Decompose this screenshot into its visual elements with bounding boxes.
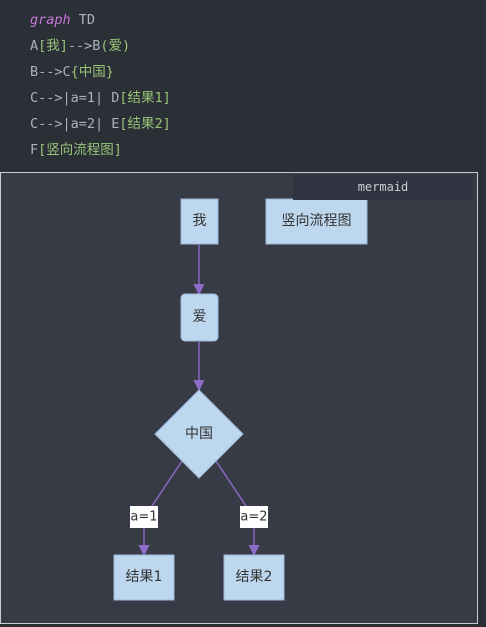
node-d-label: 结果1 <box>126 569 163 585</box>
node-a-label: 我 <box>193 213 207 229</box>
edge-label-bg-a2 <box>240 506 268 528</box>
node-c[interactable] <box>154 389 244 479</box>
node-e[interactable] <box>223 554 285 601</box>
node-b[interactable] <box>180 293 219 342</box>
code-token: TD <box>70 12 96 28</box>
code-token: [结果2] <box>119 116 171 132</box>
node-d[interactable] <box>113 554 175 601</box>
code-token: A <box>30 38 39 54</box>
node-f[interactable] <box>265 198 368 245</box>
code-line-6: F[竖向流程图] <box>30 141 122 159</box>
edge-label-bg-a1 <box>130 506 158 528</box>
node-c-label: 中国 <box>185 426 213 442</box>
node-a[interactable] <box>180 198 219 245</box>
code-token: C-->|a=2| E <box>30 116 120 132</box>
code-token: (爱) <box>100 38 131 54</box>
code-language-label: mermaid <box>293 175 473 200</box>
node-b-label: 爱 <box>193 309 207 325</box>
code-token: graph <box>30 12 71 28</box>
code-line-1: graph TD <box>30 11 95 29</box>
code-token: {中国} <box>70 64 114 80</box>
code-token: [结果1] <box>119 90 171 106</box>
code-token: B-->C <box>30 64 71 80</box>
edge-label-a1: a=1 <box>130 510 157 525</box>
node-f-label: 竖向流程图 <box>282 213 352 229</box>
edge-label-a2: a=2 <box>240 510 267 525</box>
code-line-5: C-->|a=2| E[结果2] <box>30 115 171 133</box>
code-line-3: B-->C{中国} <box>30 63 114 81</box>
flowchart-svg: a=1 a=2 我 竖向流程图 爱 中国 结果1 结果2 <box>113 198 368 601</box>
code-line-2: A[我]-->B(爱) <box>30 37 130 55</box>
code-token: C-->|a=1| D <box>30 90 120 106</box>
node-e-label: 结果2 <box>236 569 273 585</box>
code-block: graph TD A[我]-->B(爱) B-->C{中国} C-->|a=1|… <box>0 0 486 172</box>
code-line-4: C-->|a=1| D[结果1] <box>30 89 171 107</box>
mermaid-diagram-panel: a=1 a=2 我 竖向流程图 爱 中国 结果1 结果2 mermaid <box>0 172 478 624</box>
code-token: -->B <box>67 38 101 54</box>
code-token: F <box>30 142 39 158</box>
code-token: [我] <box>38 38 68 54</box>
code-token: [竖向流程图] <box>38 142 122 158</box>
